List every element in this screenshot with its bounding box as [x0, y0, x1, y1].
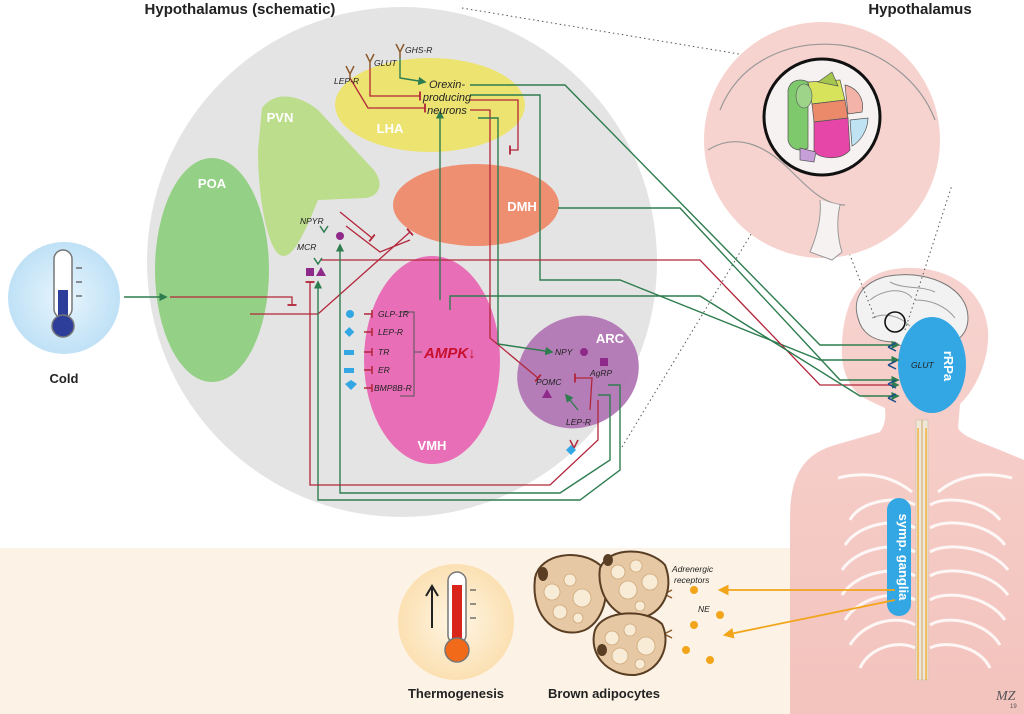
arc-to-mcr-inhibit	[305, 281, 599, 486]
arc-lepr-to-pomc	[564, 393, 579, 411]
region-dmh-label: DMH	[507, 199, 537, 214]
orexin-to-rrpa-line-2	[470, 94, 900, 365]
label-lepr-lha: LEP-R	[334, 76, 359, 86]
region-vmh-label: VMH	[418, 438, 447, 453]
label-pomc: POMC	[536, 377, 562, 387]
arc-to-npyr-loop	[335, 243, 611, 494]
warm-thermometer-icon	[398, 564, 514, 680]
label-lepr-vmh: LEP-R	[378, 327, 403, 337]
label-glut-rrpa: GLUT	[911, 360, 934, 370]
cold-caption: Cold	[50, 371, 79, 386]
label-ampk: AMPK↓	[423, 345, 476, 362]
arc-to-pvn-loop	[313, 280, 621, 501]
label-orexin-1: Orexin-	[429, 79, 465, 91]
label-orexin-2: producing	[422, 92, 472, 104]
region-poa-label: POA	[198, 176, 227, 191]
zoom-lines	[461, 7, 953, 448]
region-poa	[155, 158, 269, 382]
label-adrenergic-2: receptors	[674, 575, 710, 585]
arc-lepr-to-agrp	[574, 373, 593, 411]
brain-title: Hypothalamus	[868, 1, 971, 18]
signature: MZ	[995, 689, 1016, 704]
thermogenesis-caption: Thermogenesis	[408, 686, 504, 701]
region-vmh	[364, 256, 500, 464]
glut-lha-line	[369, 68, 421, 101]
pvn-red-2	[345, 225, 411, 253]
label-orexin-3: neurons	[427, 105, 467, 117]
lha-to-pomc-inhibit	[470, 109, 542, 383]
orexin-to-rrpa-line	[470, 84, 900, 350]
region-pvn-label: PVN	[267, 110, 294, 125]
sympathetic-ganglia	[887, 498, 911, 616]
label-tr: TR	[378, 347, 389, 357]
brown-adipocytes-illustration	[533, 550, 670, 677]
schematic-title: Hypothalamus (schematic)	[145, 1, 336, 18]
symp-to-adipocyte-arrow-2	[722, 599, 896, 639]
vmh-receptor-bracket	[400, 311, 415, 397]
label-ne: NE	[698, 604, 710, 614]
adipocytes-caption: Brown adipocytes	[548, 686, 660, 701]
label-glut-lha: GLUT	[374, 58, 397, 68]
label-npy: NPY	[555, 347, 574, 357]
vmh-to-rrpa-line	[449, 295, 900, 401]
brain-hypothalamus-marker	[884, 311, 906, 333]
receptor-glyphs	[313, 43, 897, 639]
pvn-red-1	[339, 211, 376, 243]
region-lha	[335, 58, 525, 152]
region-rrpa-label: rRPa	[941, 351, 956, 382]
label-er: ER	[378, 365, 390, 375]
hypothalamus-detail	[704, 22, 940, 261]
dmh-to-rrpa-line	[558, 207, 900, 385]
label-mcr: MCR	[297, 242, 316, 252]
signature-year: 19	[1010, 704, 1017, 710]
sympathetic-ganglia-label: symp. ganglia	[896, 514, 911, 601]
label-adrenergic-1: Adrenergic	[671, 564, 714, 574]
region-lha-label: LHA	[377, 121, 404, 136]
cold-thermometer-icon	[8, 242, 120, 354]
label-ghsr: GHS-R	[405, 45, 432, 55]
region-rrpa	[898, 317, 966, 413]
lha-to-dmh-inhibit	[470, 99, 519, 155]
label-bmp8br: BMP8B-R	[374, 383, 412, 393]
label-npyr: NPYR	[300, 216, 324, 226]
lepr-lha-line	[349, 77, 426, 113]
region-pvn	[258, 96, 380, 256]
lha-to-npy-line	[478, 117, 554, 356]
pvn-to-rrpa-line	[320, 259, 900, 389]
region-dmh	[393, 164, 559, 246]
ne-dots	[682, 586, 724, 664]
label-lepr-arc: LEP-R	[566, 417, 591, 427]
region-arc-label: ARC	[596, 331, 625, 346]
region-arc	[517, 315, 639, 429]
label-agrp: AgRP	[589, 368, 613, 378]
poa-inhibit-line	[170, 296, 297, 306]
ghsr-lha-line	[399, 58, 427, 86]
label-glp1r: GLP-1R	[378, 309, 409, 319]
ligand-shapes	[306, 232, 608, 455]
